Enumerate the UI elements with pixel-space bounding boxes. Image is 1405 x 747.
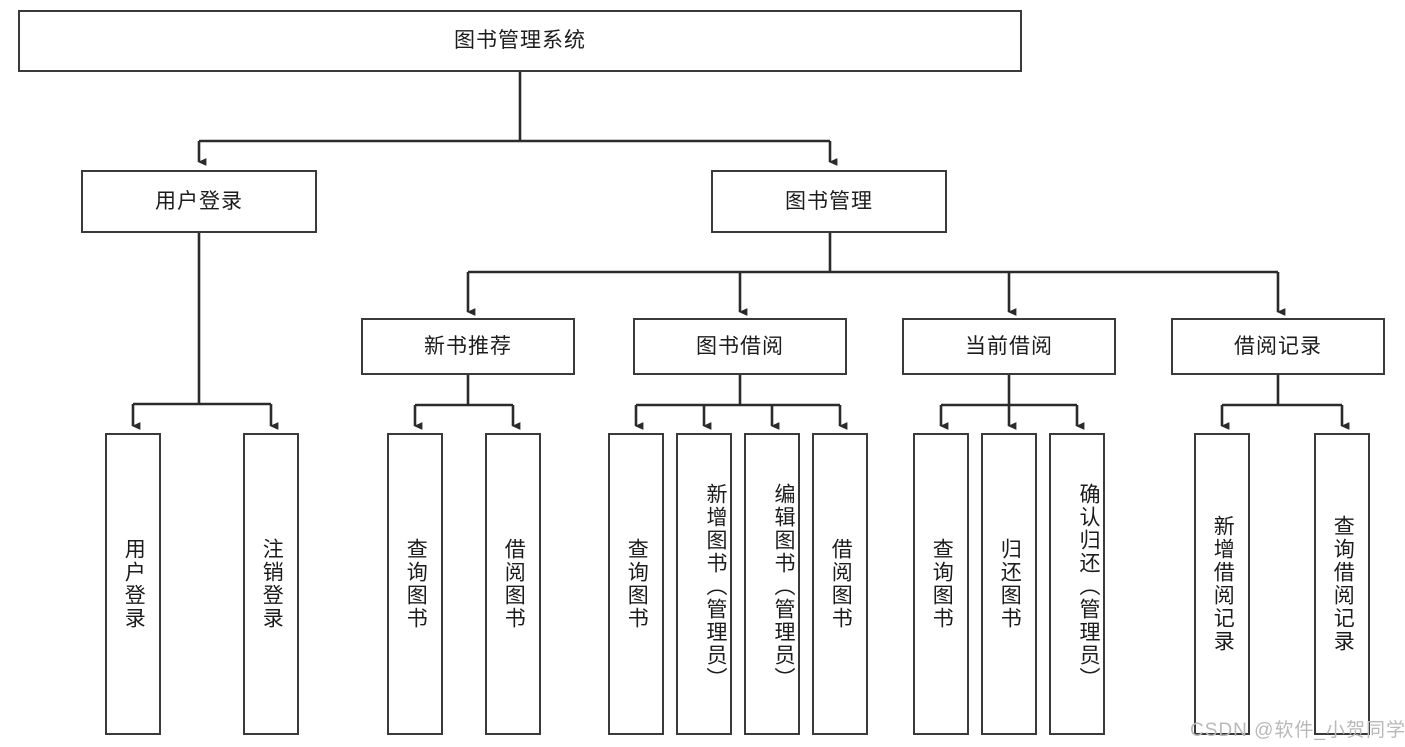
leaf-borrow-record-query-record[interactable]: 查询借阅记录 xyxy=(1314,433,1370,735)
leaf-book-borrow-add-book-admin[interactable]: 新增图书（管理员） xyxy=(676,433,732,735)
node-book-borrow[interactable]: 图书借阅 xyxy=(633,318,847,375)
node-label: 查询图书 xyxy=(404,538,428,630)
leaf-new-book-query-book[interactable]: 查询图书 xyxy=(387,433,443,735)
node-label: 新增图书（管理员） xyxy=(704,482,727,690)
node-label: 借阅图书 xyxy=(829,538,853,630)
node-new-book-recommend[interactable]: 新书推荐 xyxy=(361,318,575,375)
node-label: 编辑图书（管理员） xyxy=(772,482,795,690)
leaf-current-borrow-query-book[interactable]: 查询图书 xyxy=(913,433,969,735)
leaf-book-borrow-borrow-book[interactable]: 借阅图书 xyxy=(812,433,868,735)
node-label: 注销登录 xyxy=(260,538,284,630)
node-label: 用户登录 xyxy=(122,538,146,630)
node-label: 查询图书 xyxy=(930,538,954,630)
node-current-borrow[interactable]: 当前借阅 xyxy=(902,318,1116,375)
node-book-management[interactable]: 图书管理 xyxy=(711,170,947,233)
node-label: 查询图书 xyxy=(625,538,649,630)
node-label: 归还图书 xyxy=(998,538,1022,630)
node-label: 借阅图书 xyxy=(502,538,526,630)
node-label: 新增借阅记录 xyxy=(1211,515,1235,653)
leaf-user-login-login[interactable]: 用户登录 xyxy=(105,433,161,735)
node-label: 当前借阅 xyxy=(965,334,1053,358)
node-root-book-management-system[interactable]: 图书管理系统 xyxy=(18,10,1022,72)
node-label: 图书管理系统 xyxy=(454,29,586,53)
node-label: 用户登录 xyxy=(155,189,243,213)
leaf-book-borrow-query-book[interactable]: 查询图书 xyxy=(608,433,664,735)
node-borrow-record[interactable]: 借阅记录 xyxy=(1171,318,1385,375)
node-label: 查询借阅记录 xyxy=(1331,515,1355,653)
node-label: 确认归还（管理员） xyxy=(1077,482,1100,690)
node-label: 图书管理 xyxy=(785,189,873,213)
node-label: 借阅记录 xyxy=(1234,334,1322,358)
leaf-user-login-logout[interactable]: 注销登录 xyxy=(243,433,299,735)
csdn-watermark: CSDN @软件_小贺同学 xyxy=(1190,720,1405,741)
node-label: 图书借阅 xyxy=(696,334,784,358)
leaf-new-book-borrow-book[interactable]: 借阅图书 xyxy=(485,433,541,735)
leaf-borrow-record-add-record[interactable]: 新增借阅记录 xyxy=(1194,433,1250,735)
leaf-current-borrow-return-book[interactable]: 归还图书 xyxy=(981,433,1037,735)
node-label: 新书推荐 xyxy=(424,334,512,358)
leaf-book-borrow-edit-book-admin[interactable]: 编辑图书（管理员） xyxy=(744,433,800,735)
node-user-login[interactable]: 用户登录 xyxy=(81,170,317,233)
leaf-current-borrow-confirm-return-admin[interactable]: 确认归还（管理员） xyxy=(1049,433,1105,735)
